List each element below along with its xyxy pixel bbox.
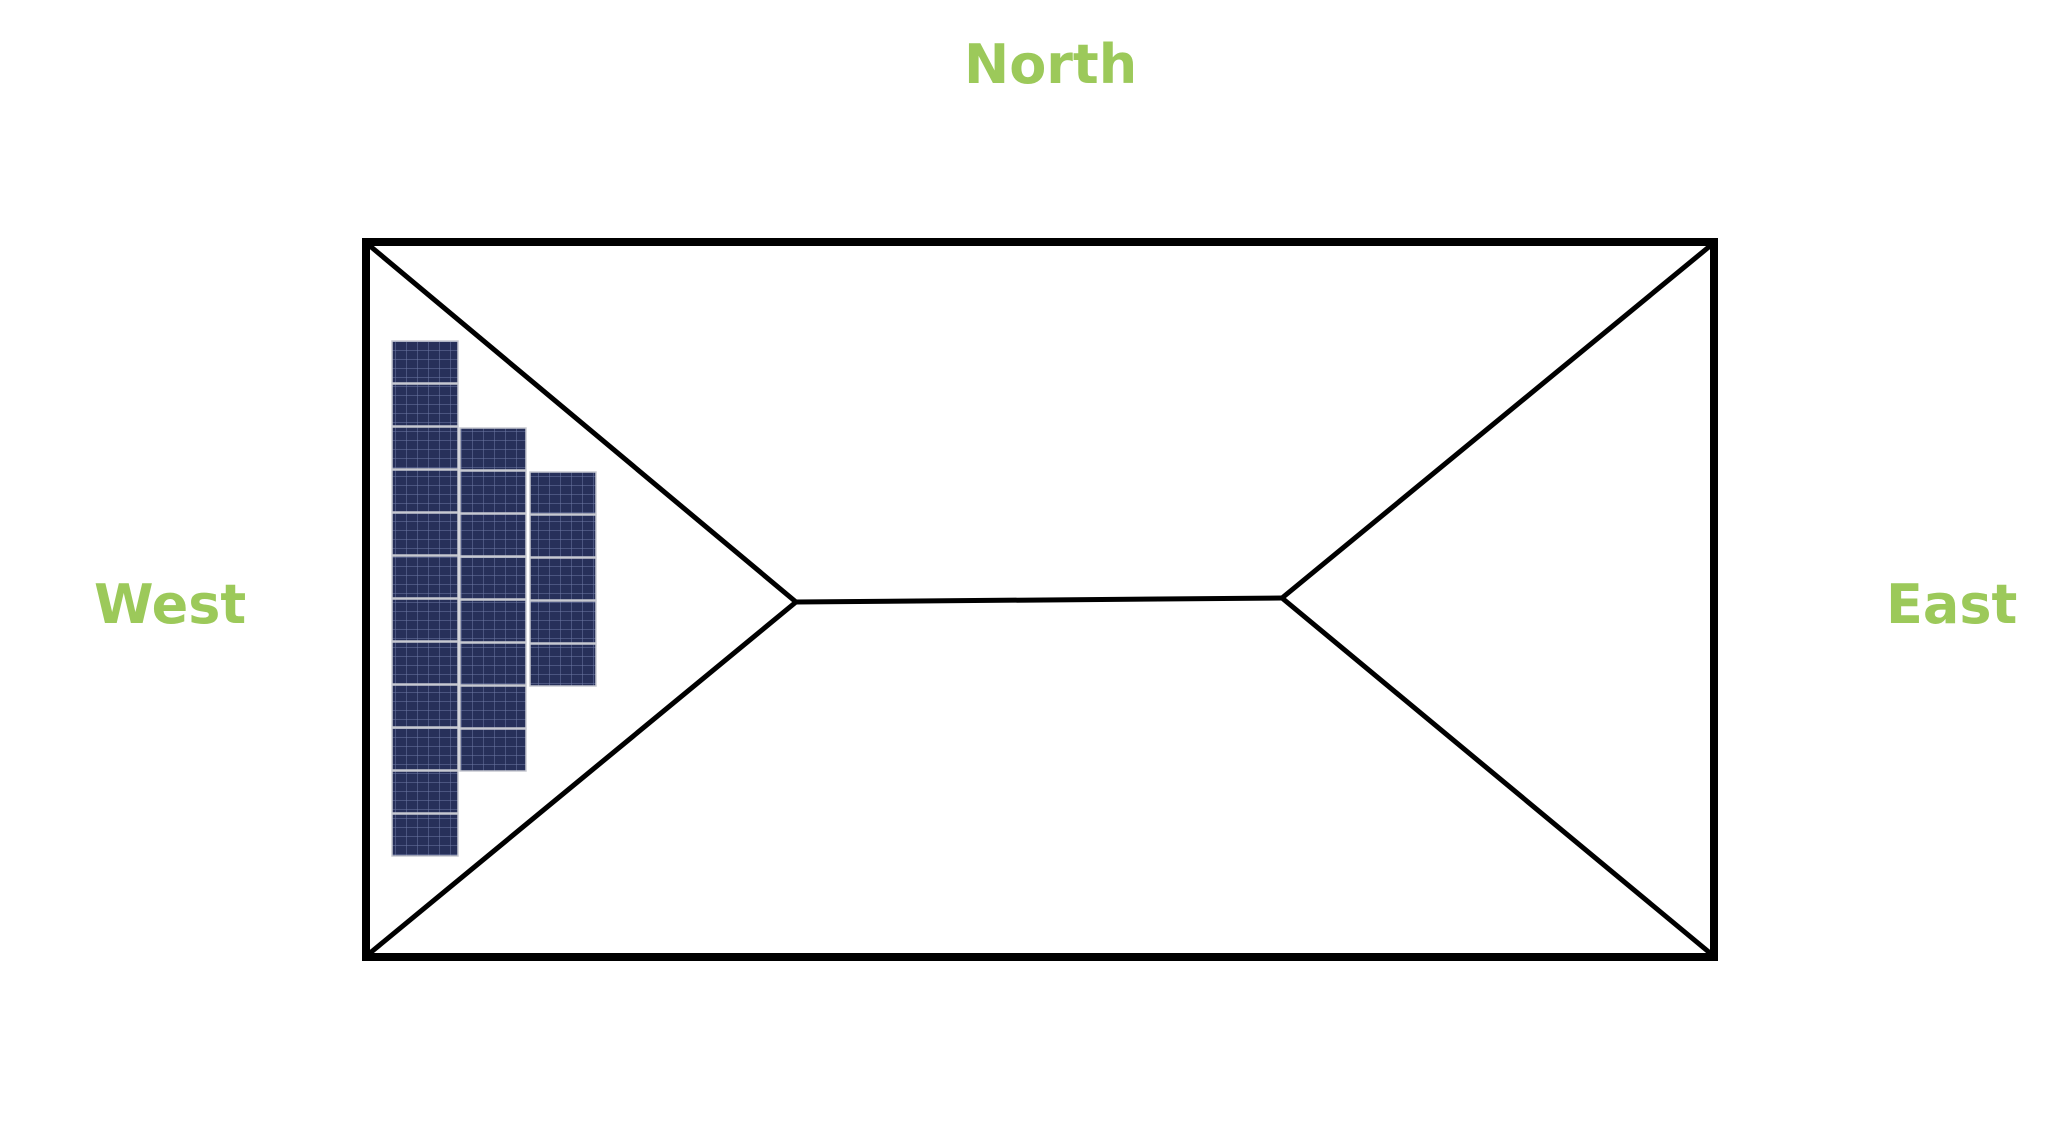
solar-panel: [391, 340, 459, 384]
hip-line-northwest: [368, 244, 798, 604]
hip-line-southwest: [368, 600, 798, 955]
solar-panel: [529, 643, 597, 687]
solar-panel: [391, 426, 459, 470]
solar-panel: [459, 470, 527, 514]
solar-panel: [459, 728, 527, 772]
roof-outline: [362, 238, 1718, 961]
solar-panel: [391, 641, 459, 685]
solar-panel: [391, 555, 459, 599]
solar-panel: [459, 427, 527, 471]
solar-panel: [391, 598, 459, 642]
solar-panel: [459, 642, 527, 686]
east-label: East: [1886, 573, 2018, 636]
ridge-line: [795, 595, 1283, 605]
solar-panel: [391, 813, 459, 857]
solar-panel: [459, 685, 527, 729]
solar-panel: [391, 512, 459, 556]
solar-panel: [529, 471, 597, 515]
west-label: West: [94, 573, 247, 636]
solar-panel: [529, 600, 597, 644]
solar-panel: [459, 599, 527, 643]
solar-panel-array: [391, 340, 597, 857]
solar-panel: [391, 727, 459, 771]
north-label: North: [964, 33, 1138, 96]
solar-panel: [529, 557, 597, 601]
solar-panel: [391, 383, 459, 427]
solar-panel: [391, 684, 459, 728]
hip-line-northeast: [1280, 244, 1712, 600]
solar-panel: [459, 513, 527, 557]
solar-panel: [529, 514, 597, 558]
solar-panel: [459, 556, 527, 600]
solar-panel: [391, 469, 459, 513]
hip-line-southeast: [1280, 596, 1712, 955]
solar-panel: [391, 770, 459, 814]
